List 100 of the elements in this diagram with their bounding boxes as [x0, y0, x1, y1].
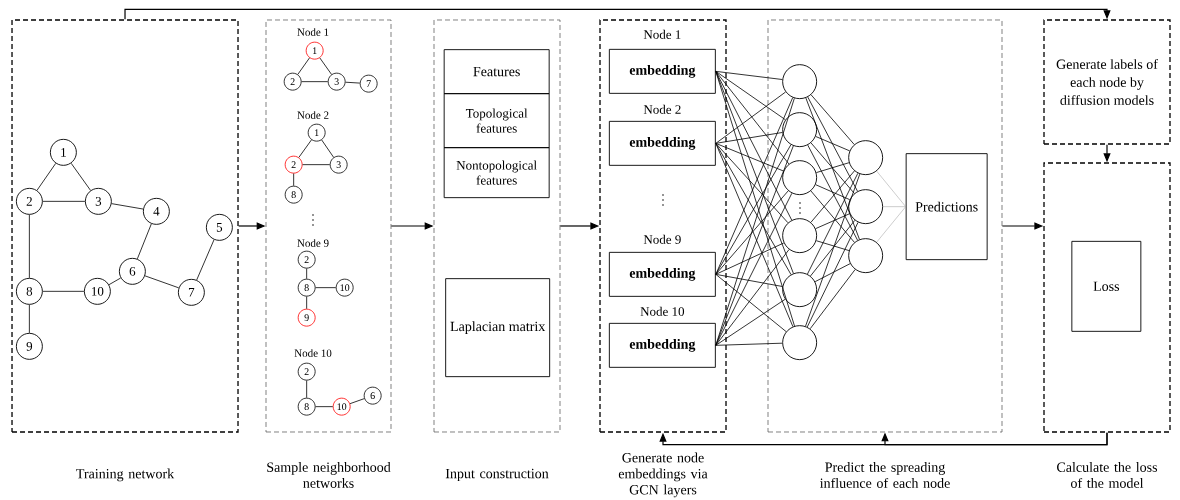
- connector: [809, 269, 856, 330]
- subgraph-heading: Node 10: [294, 349, 332, 357]
- graph-node: 8: [297, 397, 316, 416]
- connector: [319, 57, 332, 75]
- neuron-circle: [782, 112, 818, 148]
- text-box: Topological features: [443, 93, 550, 149]
- connector: [715, 342, 783, 346]
- panel-caption: Generate node embeddings via GCN layers: [618, 452, 708, 498]
- graph-node: 1: [307, 123, 326, 142]
- graph-node: 2: [297, 250, 316, 269]
- graph-node: 8: [15, 277, 43, 305]
- panel: [433, 19, 561, 433]
- connector: [815, 240, 850, 251]
- graph-node: 10: [83, 277, 111, 305]
- connector: [715, 298, 786, 346]
- graph-node: 1: [49, 138, 77, 166]
- connector: [42, 200, 86, 202]
- connector: [807, 172, 859, 275]
- panel-caption: Sample neighborhood networks: [267, 462, 391, 488]
- connector: [715, 142, 789, 224]
- connector: [715, 91, 786, 144]
- graph-node: 6: [118, 257, 146, 285]
- connector: [815, 136, 850, 152]
- connector: [136, 223, 152, 260]
- graph-node: 3: [329, 155, 348, 174]
- connector: [814, 263, 851, 283]
- panel-caption: Predict the spreading influence of each node: [820, 462, 950, 488]
- panel-caption: Calculate the loss of the model: [1057, 462, 1158, 488]
- graph-node: 2: [283, 72, 302, 91]
- connector: [810, 94, 855, 145]
- connector: [28, 304, 30, 334]
- panel: [11, 19, 239, 433]
- connector: [810, 219, 856, 277]
- connector: [349, 398, 365, 405]
- graph-node: 10: [335, 278, 354, 297]
- connector: [108, 277, 122, 286]
- node-heading: Node 1: [643, 29, 681, 39]
- connector: [111, 203, 144, 210]
- text-box: Features: [443, 49, 550, 95]
- graph-node: 8: [284, 185, 303, 204]
- graph-node: 3: [84, 187, 112, 215]
- connector: [315, 287, 337, 289]
- subgraph-heading: Node 9: [297, 239, 329, 247]
- connector: [301, 81, 329, 83]
- subgraph-heading: Node 2: [297, 111, 329, 119]
- connector: [805, 173, 861, 327]
- connector: [70, 162, 91, 191]
- connector: [715, 192, 793, 346]
- text-box: Loss: [1071, 240, 1142, 332]
- connector: [298, 139, 312, 158]
- panel: [767, 19, 1003, 433]
- neuron-circle: [848, 140, 884, 176]
- neuron-circle: [782, 64, 818, 100]
- neuron-circle: [782, 325, 818, 361]
- connector: [715, 190, 789, 275]
- connector: [306, 268, 308, 280]
- connector: [876, 170, 906, 207]
- graph-node: 2: [284, 155, 303, 174]
- connector: [715, 70, 793, 221]
- connector: [715, 249, 790, 346]
- graph-node: 3: [327, 72, 346, 91]
- text-box: Laplacian matrix: [445, 278, 551, 378]
- graph-node: 7: [177, 278, 205, 306]
- connector: [715, 70, 795, 327]
- connector: [805, 97, 860, 240]
- connector: [715, 70, 783, 80]
- connector: [810, 190, 855, 243]
- graph-node: 9: [15, 332, 43, 360]
- panel: [1043, 162, 1171, 433]
- neuron-circle: [848, 189, 884, 225]
- graph-node: 4: [142, 197, 170, 225]
- connector: [810, 142, 855, 194]
- graph-node: 5: [205, 213, 233, 241]
- connector: [715, 70, 790, 165]
- embedding-box: embedding: [608, 322, 716, 368]
- connector: [715, 273, 783, 287]
- graph-node: 8: [297, 278, 316, 297]
- connector: [810, 170, 855, 223]
- panel-caption: Training network: [76, 468, 175, 482]
- neuron-circle: [782, 160, 818, 196]
- connector: [715, 242, 785, 275]
- embedding-box: embedding: [608, 251, 716, 297]
- connector: [293, 173, 295, 187]
- node-heading: Node 2: [643, 104, 681, 114]
- connector: [42, 290, 85, 292]
- node-heading: Node 10: [640, 306, 685, 316]
- connector: [36, 163, 57, 191]
- panel-caption: Input construction: [445, 468, 549, 482]
- connector: [715, 132, 783, 144]
- graph-node: 6: [363, 386, 382, 405]
- connector: [315, 406, 334, 408]
- graph-node: 9: [297, 308, 316, 327]
- embedding-box: embedding: [608, 120, 716, 166]
- connector: [807, 96, 858, 192]
- connector: [715, 70, 786, 121]
- panel: [599, 19, 727, 433]
- connector: [28, 214, 30, 279]
- embedding-box: embedding: [608, 48, 716, 94]
- text-box: Nontopological features: [443, 147, 550, 199]
- connector: [815, 162, 850, 173]
